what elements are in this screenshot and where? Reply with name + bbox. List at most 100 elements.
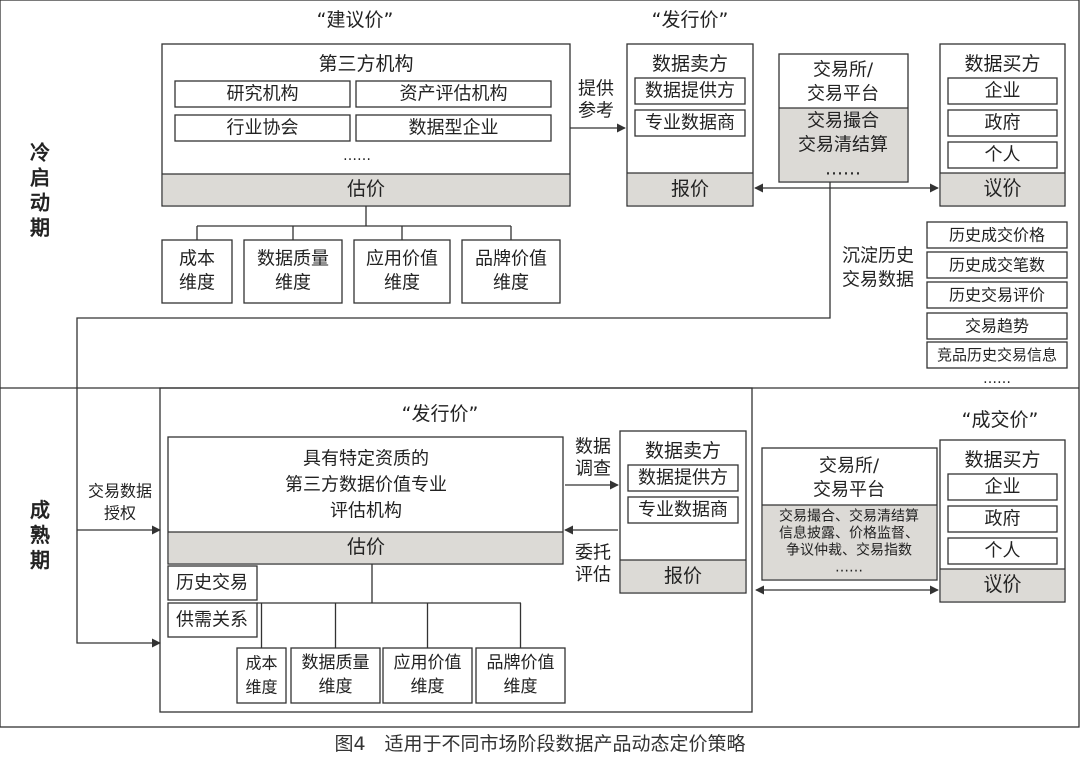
evaluator-title-line-2: 评估机构	[330, 501, 402, 522]
third-party-title: 第三方机构	[318, 53, 413, 75]
history-item-0: 历史成交价格	[949, 226, 1045, 245]
stage-mature-char-0: 成	[30, 498, 50, 522]
third-party-item-1: 资产评估机构	[400, 84, 508, 105]
settle-label-line-1: 交易数据	[842, 270, 914, 291]
mature-dim-0-line-1: 维度	[245, 678, 277, 697]
history-item-1: 历史成交笔数	[949, 256, 1045, 275]
third-party-item-3: 数据型企业	[409, 118, 499, 139]
mature-dim-1-line-1: 维度	[319, 677, 353, 697]
mature-exchange-content-line-0: 交易撮合、交易清结算	[779, 508, 919, 525]
evaluator-estimate-band	[169, 532, 562, 563]
history-box-1	[926, 251, 1068, 279]
mature-buyer-footer: 议价	[983, 574, 1021, 596]
third-party-estimate-band	[163, 174, 569, 205]
provide-ref-label-line-0: 提供	[578, 79, 614, 100]
mature-buyer-item-box-2	[947, 537, 1058, 565]
mature-buyer-item-2: 个人	[985, 541, 1021, 562]
mature-dim-box-1	[290, 647, 381, 704]
cold-exchange-content-line-1: 交易清结算	[798, 135, 888, 156]
mature-buyer-title: 数据买方	[964, 449, 1040, 471]
cold-exchange-title-line-1: 交易平台	[807, 84, 879, 105]
third-party-item-box-1	[355, 80, 552, 108]
mature-exchange-band	[763, 505, 936, 579]
stage-cold-start-char-2: 动	[30, 191, 50, 215]
cold-exchange-content-line-0: 交易撮合	[807, 111, 879, 132]
mature-dim-2-line-1: 维度	[411, 677, 445, 697]
cold-dim-1-line-0: 数据质量	[257, 249, 329, 270]
mature-input-box-1	[167, 602, 258, 638]
cold-seller-title: 数据卖方	[652, 53, 728, 75]
mature-buyer-item-box-1	[947, 505, 1058, 533]
cold-exchange-title-line-0: 交易所/	[813, 60, 874, 81]
settle-label-line-0: 沉淀历史	[842, 246, 914, 267]
history-box-3	[926, 312, 1068, 340]
stage-cold-start-char-3: 期	[30, 216, 50, 240]
third-party-item-box-2	[174, 114, 351, 142]
history-item-4: 竞品历史交易信息	[937, 346, 1057, 364]
mature-input-1: 供需关系	[176, 610, 248, 631]
suggested-price-title: “建议价”	[317, 9, 394, 31]
mature-dim-3-line-0: 品牌价值	[487, 653, 555, 673]
authorize-label-line-1: 授权	[104, 504, 136, 523]
mature-input-box-0	[167, 565, 258, 601]
mature-seller-item-1: 专业数据商	[638, 500, 728, 521]
entrust-label-line-1: 评估	[575, 565, 611, 586]
history-item-2: 历史交易评价	[949, 286, 1045, 305]
cold-exchange-band	[780, 108, 907, 181]
history-box-2	[926, 281, 1068, 309]
third-party-item-2: 行业协会	[227, 118, 299, 139]
cold-buyer-footer: 议价	[983, 178, 1021, 200]
mature-exchange-content-line-2: 争议仲裁、交易指数	[786, 542, 912, 559]
cold-buyer-item-0: 企业	[985, 81, 1021, 102]
evaluator-title-line-1: 第三方数据价值专业	[285, 475, 447, 496]
stage-cold-start-char-0: 冷	[30, 141, 50, 165]
provide-ref-label-line-1: 参考	[578, 101, 614, 122]
cold-buyer-title: 数据买方	[964, 53, 1040, 75]
cold-buyer-footer-band	[941, 173, 1064, 205]
mature-dim-2-line-0: 应用价值	[394, 653, 462, 673]
cold-buyer-item-box-1	[947, 109, 1058, 137]
settle-line	[76, 182, 831, 648]
survey-label-line-0: 数据	[575, 437, 611, 458]
mature-exchange-title-line-1: 交易平台	[813, 480, 885, 501]
mature-buyer-more: ……	[989, 564, 1017, 580]
mature-seller-footer: 报价	[664, 565, 702, 587]
mature-dim-3-line-1: 维度	[504, 677, 538, 697]
history-box-4	[926, 341, 1068, 369]
cold-dim-0-line-0: 成本	[179, 249, 215, 270]
mature-buyer-footer-band	[941, 569, 1064, 601]
cold-buyer-more: ……	[989, 168, 1017, 184]
stage-mature-char-1: 熟	[30, 523, 50, 547]
mature-dim-0-line-0: 成本	[245, 654, 277, 673]
cold-seller-item-0: 数据提供方	[645, 81, 735, 102]
mature-issue-price-title: “发行价”	[402, 403, 479, 425]
cold-buyer-item-1: 政府	[985, 113, 1021, 134]
cold-exchange-content-line-2: ……	[825, 159, 861, 180]
cold-dim-3-line-1: 维度	[493, 273, 529, 294]
cold-buyer-item-2: 个人	[985, 145, 1021, 166]
evaluator-estimate: 估价	[347, 536, 385, 558]
cold-issue-price-title: “发行价”	[652, 9, 729, 31]
entrust-label-line-0: 委托	[575, 543, 611, 564]
third-party-estimate: 估价	[347, 178, 385, 200]
cold-dim-box-3	[461, 239, 561, 304]
cold-dim-2-line-1: 维度	[384, 273, 420, 294]
cold-seller-footer-band	[628, 173, 752, 205]
cold-seller-footer: 报价	[671, 178, 709, 200]
cold-buyer-item-box-2	[947, 141, 1058, 169]
mature-dim-1-line-0: 数据质量	[302, 653, 370, 673]
deal-price-title: “成交价”	[962, 409, 1039, 431]
mature-buyer-item-0: 企业	[985, 477, 1021, 498]
mature-seller-title: 数据卖方	[645, 440, 721, 462]
mature-buyer-item-box-0	[947, 473, 1058, 501]
cold-buyer-item-box-0	[947, 77, 1058, 105]
cold-dim-1-line-1: 维度	[275, 273, 311, 294]
history-item-3: 交易趋势	[965, 317, 1029, 336]
survey-label-line-1: 调查	[575, 459, 611, 480]
cold-dim-box-0	[161, 239, 233, 304]
mature-buyer-item-1: 政府	[985, 509, 1021, 530]
third-party-item-box-3	[355, 114, 552, 142]
mature-exchange-title-line-0: 交易所/	[819, 456, 880, 477]
cold-seller-item-box-0	[634, 77, 746, 105]
mature-exchange-content-line-1: 信息披露、价格监督、	[779, 525, 919, 542]
